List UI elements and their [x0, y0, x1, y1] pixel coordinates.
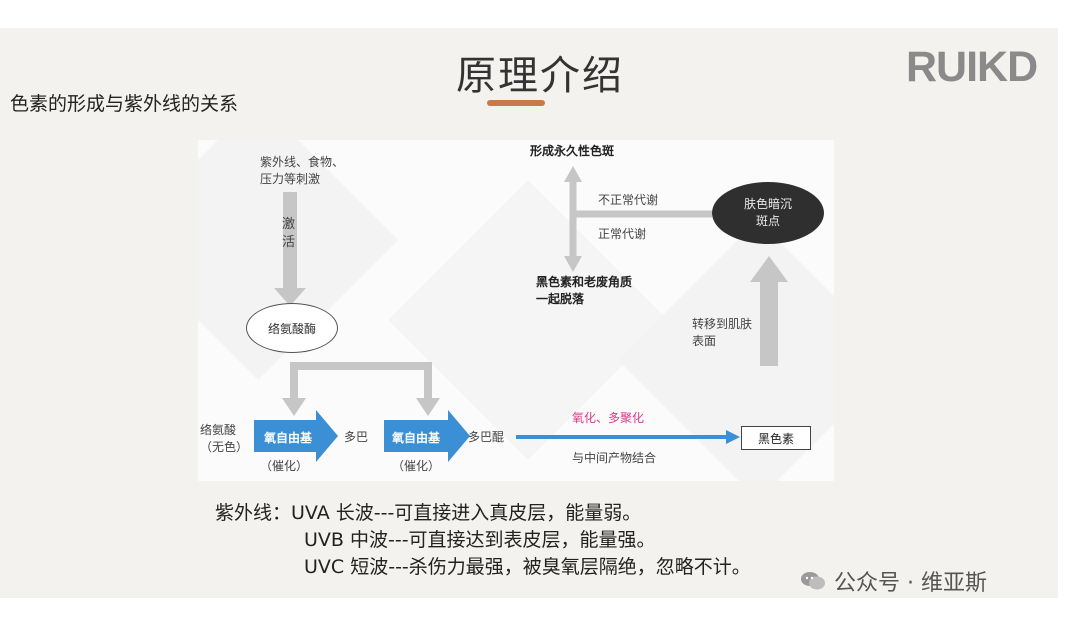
- radical-arrow-1: [254, 410, 338, 462]
- normal-metabolism-label: 正常代谢: [598, 227, 647, 241]
- oxidation-line-head: [726, 430, 740, 444]
- activate-label: 激 活: [282, 217, 296, 251]
- enzyme-connector: [290, 362, 432, 404]
- watermark-text: 公众号 · 维亚斯: [834, 571, 987, 596]
- radical-arrow-2: [384, 410, 470, 462]
- stimulus-label: 紫外线、食物、 压力等刺激: [260, 155, 345, 186]
- dopa-label: 多巴: [344, 430, 369, 444]
- dull-spots-ellipse: 肤色暗沉 斑点: [712, 182, 824, 244]
- shed-arrow-head: [564, 256, 582, 272]
- permanent-spot-label: 形成永久性色斑: [530, 144, 615, 158]
- catalysis-label-1: （催化）: [260, 459, 309, 473]
- melanin-formation-diagram: 紫外线、食物、 压力等刺激 激 活 络氨酸酶 络氨酸 （无色） 氧自由基 （催化…: [198, 140, 834, 481]
- abnormal-metabolism-label: 不正常代谢: [598, 193, 659, 207]
- title-underline: [487, 100, 545, 106]
- dopaquinone-label: 多巴醌: [468, 430, 505, 444]
- activate-arrow: [274, 192, 306, 306]
- uva-note: 紫外线：UVA 长波---可直接进入真皮层，能量弱。: [215, 502, 642, 524]
- permanent-arrow-head: [564, 166, 582, 182]
- page-title: 原理介绍: [456, 53, 624, 99]
- enzyme-connector-head-right: [416, 398, 440, 416]
- uvc-note: UVC 短波---杀伤力最强，被臭氧层隔绝，忽略不计。: [304, 556, 751, 578]
- shed-label: 黑色素和老废角质 一起脱落: [536, 275, 633, 306]
- enzyme-connector-head-left: [282, 398, 306, 416]
- combine-label: 与中间产物结合: [572, 451, 657, 465]
- diagram-arrows: [198, 140, 834, 481]
- transfer-label: 转移到肌肤 表面: [692, 317, 753, 348]
- uv-notes: 紫外线：UVA 长波---可直接进入真皮层，能量弱。 UVB 中波---可直接达…: [215, 500, 751, 581]
- radical-label-1: 氧自由基: [264, 431, 313, 445]
- oxidation-label: 氧化、多聚化: [572, 411, 645, 425]
- metabolism-branch: [569, 180, 712, 258]
- section-subtitle: 色素的形成与紫外线的关系: [10, 93, 239, 115]
- transfer-arrow: [750, 256, 788, 366]
- wechat-watermark: 公众号 · 维亚斯: [800, 565, 987, 597]
- wechat-icon: [801, 572, 825, 590]
- radical-label-2: 氧自由基: [392, 431, 441, 445]
- tyrosine-label: 络氨酸 （无色）: [200, 423, 249, 454]
- catalysis-label-2: （催化）: [392, 459, 441, 473]
- brand-logo: RUIKD: [906, 43, 1038, 91]
- uvb-note: UVB 中波---可直接达到表皮层，能量强。: [304, 529, 656, 551]
- enzyme-ellipse: 络氨酸酶: [246, 303, 338, 353]
- melanin-box: 黑色素: [741, 426, 811, 450]
